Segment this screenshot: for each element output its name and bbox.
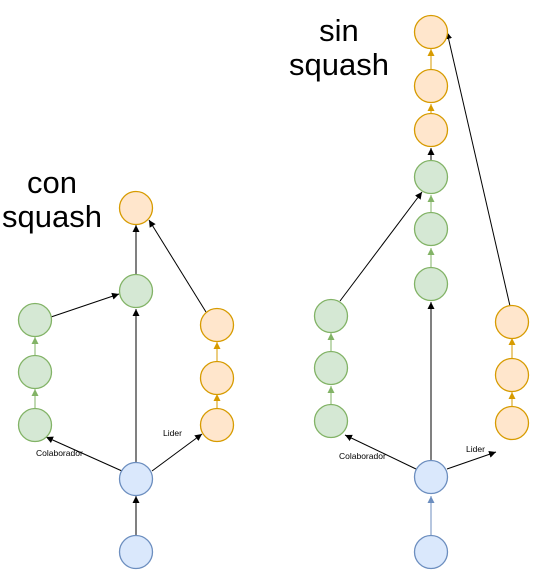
commit-node-leader — [413, 68, 449, 104]
commit-node-leader — [199, 360, 235, 396]
commit-node-base — [413, 534, 449, 570]
commit-node-leader — [199, 307, 235, 343]
right-graph: Colaborador Lider — [313, 14, 530, 570]
commit-node-base — [413, 459, 449, 495]
edge — [148, 219, 207, 313]
commit-node-collaborator — [17, 302, 53, 338]
commit-node-collaborator — [313, 403, 349, 439]
left-label-leader: Lider — [163, 428, 182, 438]
right-title-line2: squash — [289, 47, 389, 82]
right-title-line1: sin — [319, 13, 359, 48]
commit-node-leader — [494, 357, 530, 393]
edge — [445, 31, 511, 307]
commit-node-collaborator — [413, 211, 449, 247]
commit-node-squashed — [118, 273, 154, 309]
commit-node-collaborator — [313, 298, 349, 334]
edge — [344, 434, 417, 470]
commit-node-leader — [494, 405, 530, 441]
edge — [446, 450, 497, 470]
left-title: con squash — [0, 166, 104, 234]
left-label-collaborator: Colaborador — [36, 448, 83, 458]
commit-node-collaborator — [413, 159, 449, 195]
commit-node-leader — [413, 14, 449, 50]
commit-node-collaborator — [17, 354, 53, 390]
edge — [151, 433, 203, 472]
commit-node-leader — [413, 112, 449, 148]
left-graph: Colaborador Lider — [17, 190, 235, 570]
edge — [339, 191, 423, 302]
commit-node-collaborator — [313, 350, 349, 386]
commit-node-base — [118, 461, 154, 497]
right-label-leader: Lider — [466, 444, 485, 454]
right-title: sin squash — [286, 14, 392, 82]
commit-node-collaborator — [413, 266, 449, 302]
edge — [50, 292, 120, 318]
right-label-collaborator: Colaborador — [339, 451, 386, 461]
commit-node-merge — [118, 190, 154, 226]
left-title-line1: con — [27, 165, 77, 200]
commit-node-leader — [494, 304, 530, 340]
edge — [45, 436, 123, 472]
commit-node-collaborator — [17, 407, 53, 443]
commit-node-leader — [199, 407, 235, 443]
commit-node-base — [118, 534, 154, 570]
left-title-line2: squash — [2, 199, 102, 234]
